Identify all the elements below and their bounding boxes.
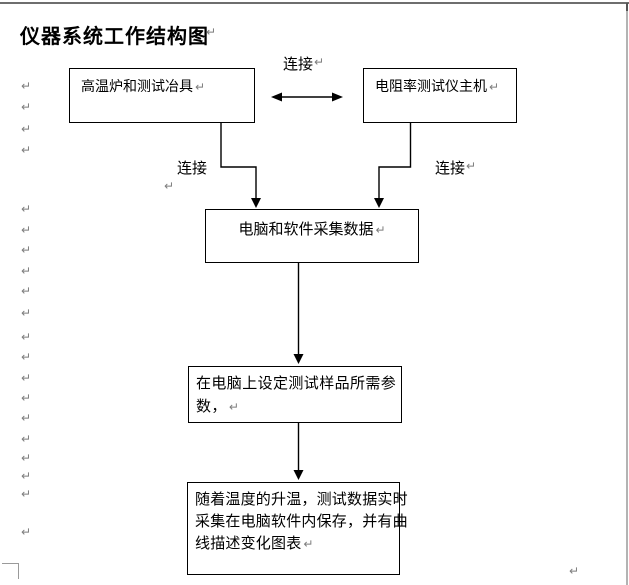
- paragraph-mark-icon: ↵: [314, 55, 325, 69]
- paragraph-mark-icon: ↵: [228, 400, 239, 414]
- paragraph-mark-icon: ↵: [21, 143, 32, 157]
- flowchart-box-computer[interactable]: 电脑和软件采集数据↵: [205, 209, 419, 263]
- flowchart-box-tester[interactable]: 电阻率测试仪主机↵: [363, 68, 517, 123]
- paragraph-mark-icon: ↵: [21, 350, 32, 364]
- connector-double-arrow[interactable]: [271, 92, 343, 102]
- paragraph-mark-icon: ↵: [21, 432, 32, 446]
- paragraph-mark-icon: ↵: [21, 100, 32, 114]
- paragraph-mark-icon: ↵: [21, 487, 32, 501]
- paragraph-mark-icon: ↵: [21, 202, 32, 216]
- text-line: 采集在电脑软件内保存，并有曲: [195, 512, 408, 530]
- text-line: 随着温度的升温，测试数据实时: [195, 490, 408, 508]
- text-line: 在电脑上设定测试样品所需参: [196, 374, 397, 392]
- page-right-edge-line: [626, 3, 628, 585]
- paragraph-mark-icon: ↵: [21, 243, 32, 257]
- paragraph-mark-icon: ↵: [21, 525, 32, 539]
- paragraph-mark-icon: ↵: [21, 284, 32, 298]
- paragraph-mark-icon: ↵: [21, 469, 32, 483]
- flowchart-box-label: 高温炉和测试冶具: [81, 79, 193, 95]
- flowchart-box-furnace[interactable]: 高温炉和测试冶具↵: [69, 68, 255, 123]
- paragraph-mark-icon: ↵: [164, 179, 175, 193]
- paragraph-mark-icon: ↵: [21, 122, 32, 136]
- flowchart-box-label: 电阻率测试仪主机: [375, 79, 487, 95]
- text-line: 线描述变化图表↵: [195, 534, 314, 552]
- paragraph-mark-icon: ↵: [21, 330, 32, 344]
- connector-furnace-to-computer[interactable]: [220, 123, 261, 208]
- paragraph-mark-icon: ↵: [466, 159, 477, 173]
- paragraph-mark-icon: ↵: [375, 223, 386, 237]
- paragraph-mark-icon: ↵: [206, 25, 217, 39]
- paragraph-mark-icon: ↵: [195, 80, 206, 94]
- connector-tester-to-computer[interactable]: [374, 123, 412, 208]
- paragraph-mark-icon: ↵: [21, 371, 32, 385]
- paragraph-mark-icon: ↵: [21, 79, 32, 93]
- text-line: 数，↵: [196, 397, 239, 415]
- connector-computer-to-params[interactable]: [293, 263, 304, 364]
- edge-label-connect-left: 连接: [177, 159, 208, 177]
- flowchart-box-record[interactable]: 随着温度的升温，测试数据实时采集在电脑软件内保存，并有曲线描述变化图表↵: [187, 482, 408, 575]
- paragraph-mark-icon: ↵: [21, 411, 32, 425]
- flowchart-box-params[interactable]: 在电脑上设定测试样品所需参数，↵: [188, 366, 402, 423]
- edge-label-connect-top: 连接: [283, 55, 314, 73]
- page-top-edge-line: [0, 2, 629, 4]
- paragraph-mark-icon: ↵: [21, 306, 32, 320]
- connector-params-to-record[interactable]: [293, 423, 304, 480]
- page-title-text: 仪器系统工作结构图: [20, 24, 209, 48]
- paragraph-mark-icon: ↵: [303, 537, 314, 551]
- edge-label-connect-right: 连接: [435, 159, 466, 177]
- paragraph-mark-icon: ↵: [21, 391, 32, 405]
- paragraph-mark-icon: ↵: [21, 264, 32, 278]
- margin-crop-mark: [2, 563, 19, 579]
- paragraph-mark-icon: ↵: [21, 451, 32, 465]
- flowchart-box-label: 电脑和软件采集数据: [238, 220, 374, 238]
- paragraph-mark-icon: ↵: [21, 223, 32, 237]
- page-title: 仪器系统工作结构图: [20, 20, 209, 49]
- paragraph-mark-icon: ↵: [569, 564, 580, 578]
- paragraph-mark-icon: ↵: [489, 80, 500, 94]
